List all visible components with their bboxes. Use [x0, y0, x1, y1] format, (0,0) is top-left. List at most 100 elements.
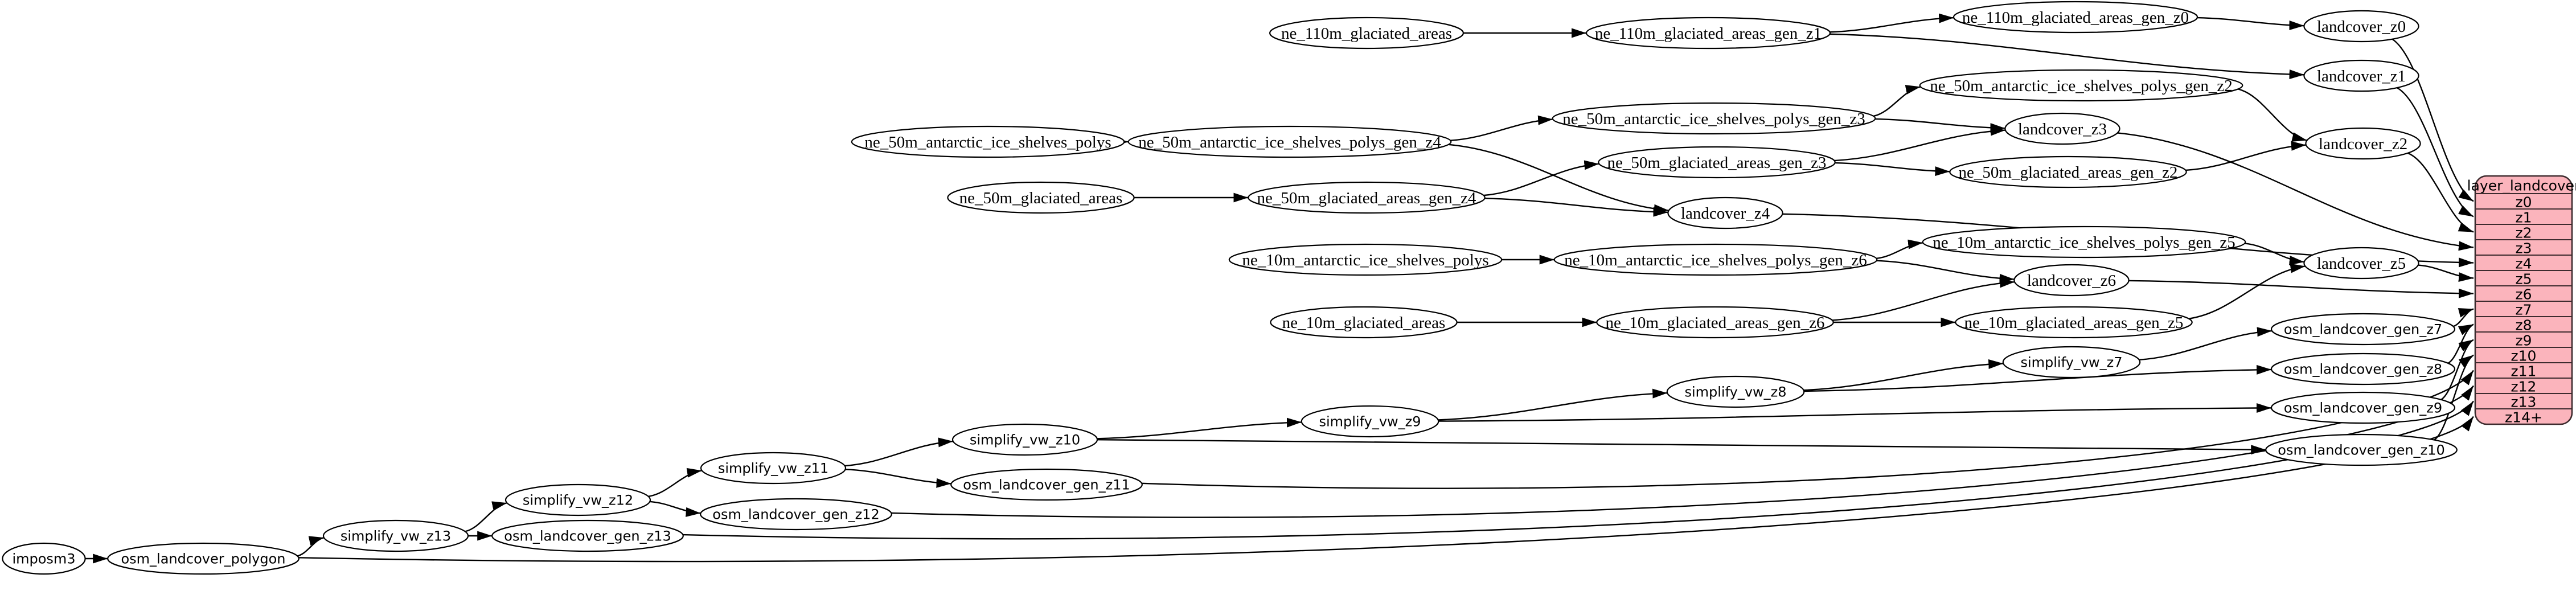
edge-ne_110m_glaciated_areas_gen_z1-to-ne_110m_glaciated_areas_gen_z0 [1830, 13, 1954, 33]
node-label-simplify_vw_z8: simplify_vw_z8 [1684, 384, 1786, 400]
node-label-ne_50m_glaciated_areas_gen_z4: ne_50m_glaciated_areas_gen_z4 [1257, 189, 1476, 207]
node-ellipse-osm_landcover_gen_z10 [2265, 433, 2458, 466]
node-label-landcover_z5: landcover_z5 [2317, 255, 2406, 273]
node-landcover_z5: landcover_z5 [2303, 247, 2419, 280]
node-ellipse-simplify_vw_z9 [1301, 405, 1439, 438]
node-osm_landcover_polygon: osm_landcover_polygon [107, 542, 300, 575]
edge-simplify_vw_z9-to-simplify_vw_z8 [1438, 388, 1668, 421]
nodes-layer: imposm3 osm_landcover_polygon simplify_vw_… [2, 1, 2458, 575]
table-row-z0: z0 [2515, 194, 2532, 210]
node-ne_50m_glaciated_areas_gen_z3: ne_50m_glaciated_areas_gen_z3 [1598, 146, 1836, 179]
node-landcover_z4: landcover_z4 [1667, 196, 1783, 229]
node-ellipse-ne_10m_antarctic_ice_shelves_polys_gen_z5 [1922, 225, 2246, 259]
node-ne_10m_antarctic_ice_shelves_polys_gen_z5: ne_10m_antarctic_ice_shelves_polys_gen_z… [1922, 225, 2246, 259]
node-ellipse-ne_50m_glaciated_areas_gen_z3 [1598, 146, 1836, 179]
edge-simplify_vw_z9-to-osm_landcover_gen_z9 [1438, 403, 2272, 422]
edge-landcover_z0-to-z0 [2392, 38, 2474, 202]
edge-osm_landcover_gen_z12-to-z12 [891, 385, 2474, 518]
node-ellipse-simplify_vw_z11 [700, 452, 847, 485]
node-label-ne_50m_glaciated_areas_gen_z2: ne_50m_glaciated_areas_gen_z2 [1959, 163, 2178, 182]
edge-ne_110m_glaciated_areas_gen_z1-to-landcover_z1 [1830, 33, 2304, 80]
node-ne_10m_glaciated_areas_gen_z6: ne_10m_glaciated_areas_gen_z6 [1596, 306, 1834, 339]
edge-landcover_z6-to-z6 [2128, 280, 2474, 298]
node-label-simplify_vw_z13: simplify_vw_z13 [341, 528, 451, 544]
edge-ne_10m_antarctic_ice_shelves_polys_gen_z6-to-landcover_z6 [1876, 260, 2015, 284]
node-osm_landcover_gen_z10: osm_landcover_gen_z10 [2265, 433, 2458, 466]
edge-osm_landcover_gen_z13-to-z13 [683, 400, 2474, 540]
layer-table: layer_landcoverz0z1z2z3z4z5z6z7z8z9z10z1… [2467, 175, 2576, 425]
node-ellipse-osm_landcover_gen_z9 [2270, 391, 2456, 424]
node-osm_landcover_gen_z11: osm_landcover_gen_z11 [950, 468, 1143, 501]
table-row-z2: z2 [2515, 224, 2532, 241]
node-label-simplify_vw_z10: simplify_vw_z10 [970, 432, 1080, 448]
node-label-ne_10m_antarctic_ice_shelves_polys: ne_10m_antarctic_ice_shelves_polys [1242, 251, 1488, 269]
node-ellipse-ne_50m_antarctic_ice_shelves_polys_gen_z4 [1127, 125, 1452, 158]
node-ne_110m_glaciated_areas: ne_110m_glaciated_areas [1269, 17, 1465, 50]
table-row-z10: z10 [2511, 347, 2537, 364]
node-label-landcover_z4: landcover_z4 [1681, 204, 1770, 223]
node-ne_10m_glaciated_areas: ne_10m_glaciated_areas [1270, 306, 1458, 339]
table-row-z12: z12 [2511, 378, 2537, 395]
edge-simplify_vw_z13-to-simplify_vw_z12 [465, 501, 507, 532]
edge-ne_50m_glaciated_areas_gen_z4-to-ne_50m_glaciated_areas_gen_z3 [1483, 160, 1599, 196]
node-osm_landcover_gen_z8: osm_landcover_gen_z8 [2270, 352, 2456, 386]
node-label-landcover_z3: landcover_z3 [2018, 120, 2107, 138]
edge-simplify_vw_z8-to-simplify_vw_z7 [1803, 359, 2004, 391]
node-landcover_z1: landcover_z1 [2303, 59, 2419, 92]
layer-table-title: layer_landcover [2467, 177, 2576, 194]
node-ne_50m_antarctic_ice_shelves_polys_gen_z2: ne_50m_antarctic_ice_shelves_polys_gen_z… [1919, 69, 2243, 102]
node-label-ne_10m_glaciated_areas_gen_z5: ne_10m_glaciated_areas_gen_z5 [1964, 314, 2184, 332]
edge-ne_50m_antarctic_ice_shelves_polys_gen_z4-to-ne_50m_antarctic_ice_shelves_polys_gen_z3 [1450, 115, 1553, 141]
node-ne_50m_glaciated_areas_gen_z4: ne_50m_glaciated_areas_gen_z4 [1248, 181, 1486, 214]
edge-osm_landcover_gen_z10-to-z10 [2434, 354, 2474, 441]
node-label-simplify_vw_z7: simplify_vw_z7 [2020, 354, 2122, 370]
table-row-z8: z8 [2515, 317, 2532, 333]
node-label-ne_50m_glaciated_areas_gen_z3: ne_50m_glaciated_areas_gen_z3 [1607, 154, 1827, 172]
node-ne_10m_antarctic_ice_shelves_polys_gen_z6: ne_10m_antarctic_ice_shelves_polys_gen_z… [1553, 243, 1878, 276]
table-row-z9: z9 [2515, 332, 2532, 348]
node-osm_landcover_gen_z13: osm_landcover_gen_z13 [491, 519, 684, 552]
node-osm_landcover_gen_z7: osm_landcover_gen_z7 [2270, 313, 2456, 346]
node-simplify_vw_z11: simplify_vw_z11 [700, 452, 847, 485]
node-ne_110m_glaciated_areas_gen_z1: ne_110m_glaciated_areas_gen_z1 [1585, 17, 1831, 50]
node-ellipse-landcover_z4 [1667, 196, 1783, 229]
node-ellipse-simplify_vw_z10 [951, 423, 1098, 456]
edge-landcover_z5-to-z5 [2418, 264, 2474, 282]
table-row-z5: z5 [2515, 270, 2532, 287]
node-label-osm_landcover_gen_z7: osm_landcover_gen_z7 [2284, 321, 2442, 337]
edge-ne_50m_antarctic_ice_shelves_polys_gen_z4-to-landcover_z4 [1448, 143, 1669, 214]
node-ellipse-simplify_vw_z13 [322, 519, 469, 552]
node-label-ne_10m_antarctic_ice_shelves_polys_gen_z6: ne_10m_antarctic_ice_shelves_polys_gen_z… [1564, 251, 1867, 269]
node-ellipse-landcover_z1 [2303, 59, 2419, 92]
table-row-z1: z1 [2515, 209, 2532, 225]
edge-landcover_z2-to-z2 [2407, 152, 2474, 233]
node-label-landcover_z1: landcover_z1 [2317, 67, 2406, 85]
node-landcover_z0: landcover_z0 [2303, 10, 2419, 43]
node-label-ne_110m_glaciated_areas_gen_z1: ne_110m_glaciated_areas_gen_z1 [1595, 24, 1822, 43]
edge-ne_10m_antarctic_ice_shelves_polys_gen_z6-to-ne_10m_antarctic_ice_shelves_polys_gen_z5 [1876, 239, 1923, 259]
edge-simplify_vw_z11-to-simplify_vw_z10 [844, 437, 953, 467]
node-label-osm_landcover_gen_z10: osm_landcover_gen_z10 [2278, 442, 2444, 458]
node-osm_landcover_gen_z12: osm_landcover_gen_z12 [700, 498, 892, 531]
node-ne_50m_antarctic_ice_shelves_polys: ne_50m_antarctic_ice_shelves_polys [851, 125, 1125, 158]
node-ellipse-simplify_vw_z8 [1666, 375, 1805, 408]
node-label-ne_110m_glaciated_areas_gen_z0: ne_110m_glaciated_areas_gen_z0 [1962, 9, 2189, 27]
node-label-imposm3: imposm3 [12, 551, 75, 567]
node-ellipse-landcover_z6 [2013, 264, 2130, 297]
node-label-osm_landcover_gen_z13: osm_landcover_gen_z13 [504, 528, 671, 544]
edge-ne_50m_antarctic_ice_shelves_polys_gen_z3-to-landcover_z3 [1875, 118, 2005, 133]
table-row-z6: z6 [2515, 286, 2532, 302]
node-imposm3: imposm3 [2, 542, 86, 575]
node-osm_landcover_gen_z9: osm_landcover_gen_z9 [2270, 391, 2456, 424]
node-label-osm_landcover_gen_z12: osm_landcover_gen_z12 [712, 506, 879, 522]
edge-osm_landcover_gen_z9-to-z9 [2440, 339, 2474, 400]
node-ellipse-landcover_z5 [2303, 247, 2419, 280]
node-ellipse-ne_10m_glaciated_areas_gen_z6 [1596, 306, 1834, 339]
node-ellipse-landcover_z0 [2303, 10, 2419, 43]
edge-landcover_z3-to-z3 [2117, 132, 2474, 251]
edge-ne_50m_glaciated_areas_gen_z3-to-landcover_z3 [1834, 126, 2005, 162]
node-ellipse-ne_110m_glaciated_areas [1269, 17, 1465, 50]
node-simplify_vw_z9: simplify_vw_z9 [1301, 405, 1439, 438]
node-simplify_vw_z12: simplify_vw_z12 [504, 483, 651, 516]
